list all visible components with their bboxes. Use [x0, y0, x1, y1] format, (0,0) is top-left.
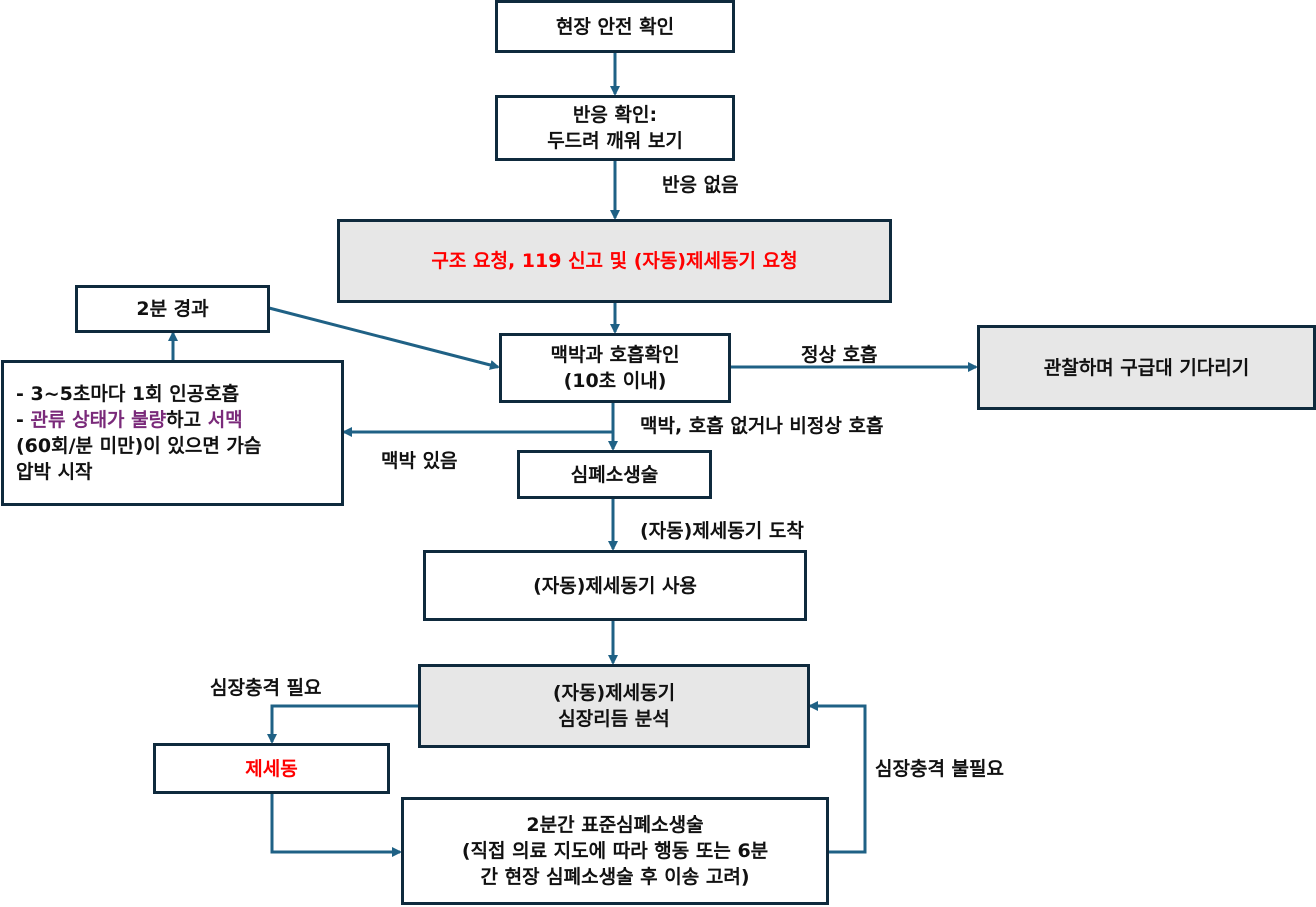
node-text: 2분 경과: [136, 298, 209, 320]
node-text: 심폐소생술: [570, 463, 659, 486]
edge-label-no-pulse: 맥박, 호흡 없거나 비정상 호흡: [640, 415, 884, 437]
node-defibrillation: 제세동: [153, 743, 390, 794]
node-analyze-rhythm: (자동)제세동기 심장리듬 분석: [418, 664, 810, 748]
node-text: 두드려 깨워 보기: [547, 130, 683, 152]
node-text: (직접 의료 지도에 따라 행동 또는 6분: [461, 840, 769, 862]
edge-label-shock-needed: 심장충격 필요: [210, 677, 322, 699]
highlight-text: 관류 상태가 불량: [30, 409, 167, 431]
edge-label-no-response: 반응 없음: [662, 174, 739, 196]
node-check-response: 반응 확인: 두드려 깨워 보기: [495, 95, 735, 161]
node-text: 현장 안전 확인: [555, 15, 675, 38]
node-text: 구조 요청, 119 신고 및 (자동)제세동기 요청: [431, 250, 798, 272]
node-two-min-cpr: 2분간 표준심폐소생술 (직접 의료 지도에 따라 행동 또는 6분 간 현장 …: [401, 797, 829, 905]
node-text: (60회/분 미만)이 있으면 가슴: [16, 435, 262, 457]
node-text: 심장리듬 분석: [558, 708, 670, 730]
node-use-aed: (자동)제세동기 사용: [423, 550, 807, 621]
node-text: (10초 이내): [563, 370, 667, 392]
node-text: (자동)제세동기 사용: [533, 574, 697, 597]
node-observe: 관찰하며 구급대 기다리기: [977, 325, 1316, 410]
node-text-line: - 관류 상태가 불량하고 서맥: [16, 407, 243, 433]
arrow-analyze-to-defib: [267, 704, 418, 744]
node-text: 반응 확인:: [572, 104, 658, 126]
arrow-defib-to-cpr2: [270, 793, 402, 857]
node-rescue-breathing: - 3~5초마다 1회 인공호흡 - 관류 상태가 불량하고 서맥 (60회/분…: [1, 360, 344, 506]
node-text: 하고: [166, 409, 208, 431]
arrow-cpr2-to-analyze: [808, 701, 867, 854]
arrow-twomin-to-pulse: [268, 306, 500, 370]
node-call-help: 구조 요청, 119 신고 및 (자동)제세동기 요청: [337, 219, 892, 303]
node-text: 간 현장 심폐소생술 후 이송 고려): [480, 866, 750, 888]
edge-label-aed-arrives: (자동)제세동기 도착: [640, 520, 804, 542]
node-cpr: 심폐소생술: [517, 450, 712, 499]
node-text: -: [16, 409, 31, 431]
edge-label-pulse-present: 맥박 있음: [381, 450, 458, 472]
highlight-text: 서맥: [207, 409, 243, 431]
node-text: (자동)제세동기: [552, 682, 676, 704]
node-text: 제세동: [245, 757, 298, 780]
node-text: 압박 시작: [16, 461, 93, 483]
node-text: 맥박과 호흡확인: [550, 344, 680, 366]
node-two-minutes: 2분 경과: [75, 285, 270, 333]
node-text: 관찰하며 구급대 기다리기: [1043, 356, 1250, 379]
node-text: - 3~5초마다 1회 인공호흡: [16, 383, 240, 405]
node-check-pulse: 맥박과 호흡확인 (10초 이내): [499, 333, 731, 403]
node-text: 2분간 표준심폐소생술: [526, 814, 704, 836]
edge-label-shock-not-needed: 심장충격 불필요: [875, 758, 1004, 780]
edge-label-normal-breathing: 정상 호흡: [801, 344, 878, 366]
node-scene-safety: 현장 안전 확인: [495, 0, 735, 53]
